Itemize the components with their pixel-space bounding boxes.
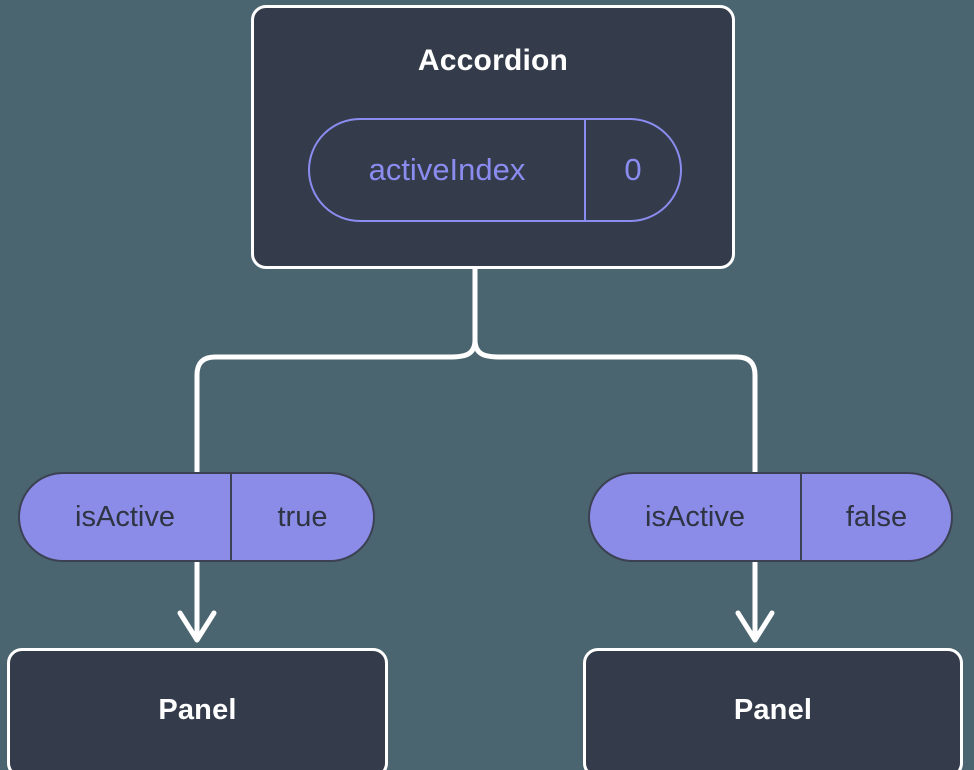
panel-component-node-left[interactable]: Panel [7,648,388,770]
state-badge-key: activeIndex [310,120,586,220]
connector-left-branch [194,337,478,475]
panel-right-title: Panel [733,693,813,726]
prop-pill-right-value: false [845,500,908,533]
connector-right-branch [472,337,758,475]
prop-pill-left-key: isActive [20,474,232,560]
panel-component-node-right[interactable]: Panel [583,648,963,770]
accordion-node-title: Accordion [417,44,569,77]
prop-pill-is-active-false[interactable]: isActive false [588,472,953,562]
state-badge-value: 0 [624,152,642,187]
arrow-right-pill-to-panel [735,559,775,643]
panel-left-title: Panel [158,693,237,726]
prop-pill-left-value: true [277,500,328,533]
accordion-component-node[interactable]: Accordion [251,5,735,269]
arrow-left-pill-to-panel [177,559,217,643]
prop-pill-right-key: isActive [590,474,802,560]
state-badge-active-index[interactable]: activeIndex 0 [308,118,682,222]
prop-pill-is-active-true[interactable]: isActive true [18,472,375,562]
